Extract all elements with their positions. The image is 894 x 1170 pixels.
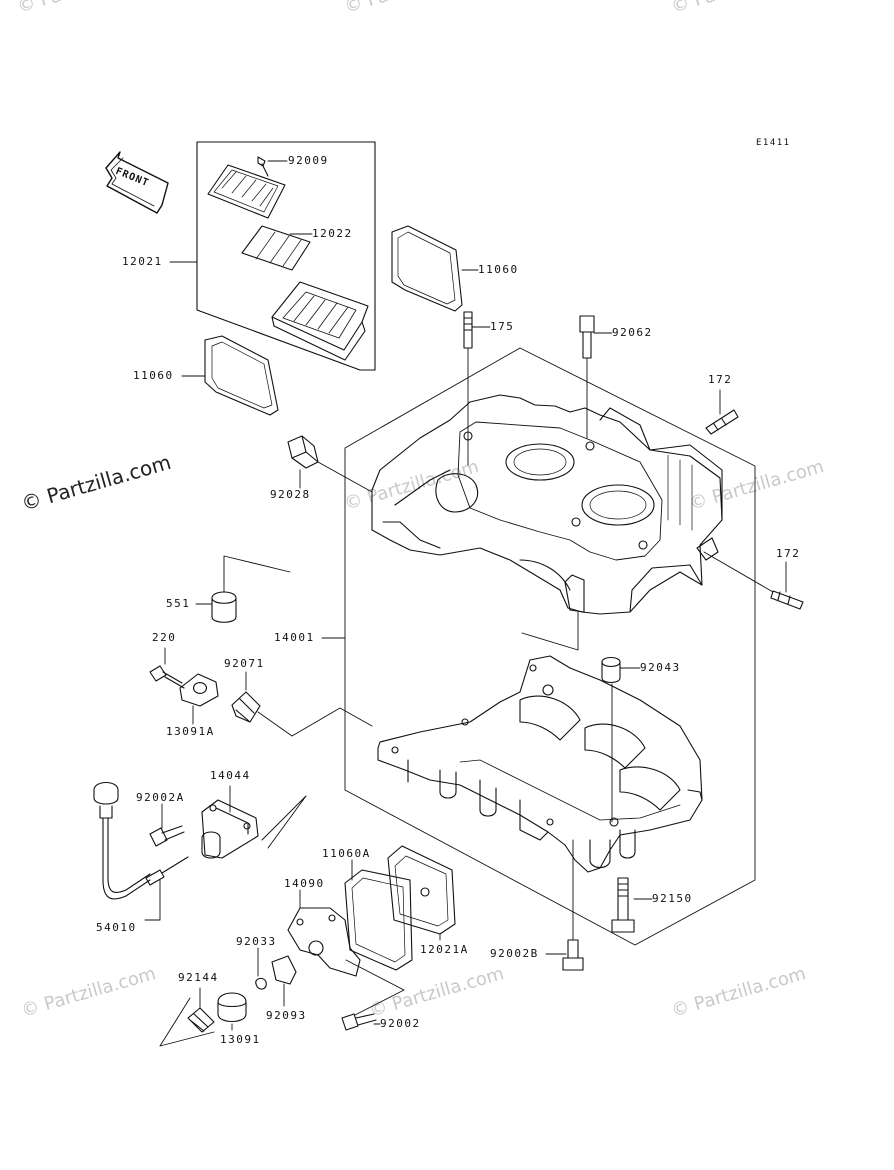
part-label-220[interactable]: 220: [152, 631, 177, 644]
front-arrow-icon: [105, 151, 169, 214]
plate-13091A: [179, 673, 219, 707]
part-label-12022[interactable]: 12022: [312, 227, 353, 240]
reed-stopper-plate: [207, 164, 286, 219]
spring-92144: [187, 1007, 215, 1033]
part-label-92002[interactable]: 92002: [380, 1017, 421, 1030]
part-label-92062[interactable]: 92062: [612, 326, 653, 339]
part-label-175[interactable]: 175: [490, 320, 515, 333]
bolt-92002B: [562, 939, 584, 971]
part-label-92043[interactable]: 92043: [640, 661, 681, 674]
stud-175: [463, 311, 473, 349]
bolt-92002: [341, 1013, 377, 1031]
part-label-14090[interactable]: 14090: [284, 877, 325, 890]
part-label-92150[interactable]: 92150: [652, 892, 693, 905]
bushing-92093: [271, 955, 297, 985]
part-label-54010[interactable]: 54010: [96, 921, 137, 934]
bolt-220: [149, 665, 185, 689]
nozzle-92071: [231, 691, 261, 723]
part-label-12021[interactable]: 12021: [122, 255, 163, 268]
bolt-92150: [611, 877, 635, 933]
bolt-92002A: [149, 825, 185, 847]
screw-92009: [257, 156, 269, 177]
crankcase-lower: [377, 655, 703, 873]
reed-assembly-box: [196, 141, 376, 371]
part-label-14044[interactable]: 14044: [210, 769, 251, 782]
part-label-11060-left[interactable]: 11060: [133, 369, 174, 382]
part-label-92093[interactable]: 92093: [266, 1009, 307, 1022]
part-label-92002A[interactable]: 92002A: [136, 791, 185, 804]
part-label-92028[interactable]: 92028: [270, 488, 311, 501]
bolt-92062: [579, 315, 595, 359]
part-label-551[interactable]: 551: [166, 597, 191, 610]
crankcase-upper: [371, 394, 723, 615]
plate-14090: [287, 907, 361, 977]
reed-petals: [241, 225, 311, 271]
circlip-92033: [255, 977, 267, 990]
bushing-92043: [601, 656, 621, 684]
dowel-551: [211, 591, 237, 623]
bushing-92028: [287, 435, 319, 469]
part-label-92071[interactable]: 92071: [224, 657, 265, 670]
part-label-92009[interactable]: 92009: [288, 154, 329, 167]
part-label-92033[interactable]: 92033: [236, 935, 277, 948]
part-label-172-top[interactable]: 172: [708, 373, 733, 386]
part-label-14001[interactable]: 14001: [274, 631, 315, 644]
gasket-11060-left: [204, 335, 279, 416]
hose-54010: [93, 781, 189, 900]
reed-12021A: [387, 845, 456, 935]
reed-block: [271, 281, 369, 361]
part-label-13091[interactable]: 13091: [220, 1033, 261, 1046]
breather-cover-14044: [201, 799, 259, 859]
stud-172-top: [705, 409, 739, 435]
valve-13091: [217, 992, 247, 1023]
part-label-11060A[interactable]: 11060A: [322, 847, 371, 860]
gasket-11060-top: [391, 225, 463, 312]
stud-172-right: [770, 590, 804, 610]
part-label-92144[interactable]: 92144: [178, 971, 219, 984]
gasket-11060A: [344, 869, 413, 971]
part-label-12021A[interactable]: 12021A: [420, 943, 469, 956]
part-label-172-right[interactable]: 172: [776, 547, 801, 560]
part-label-11060-top[interactable]: 11060: [478, 263, 519, 276]
part-label-92002B[interactable]: 92002B: [490, 947, 539, 960]
part-label-13091A[interactable]: 13091A: [166, 725, 215, 738]
diagram-code: E1411: [756, 138, 791, 148]
leader-lines: [144, 160, 787, 1047]
